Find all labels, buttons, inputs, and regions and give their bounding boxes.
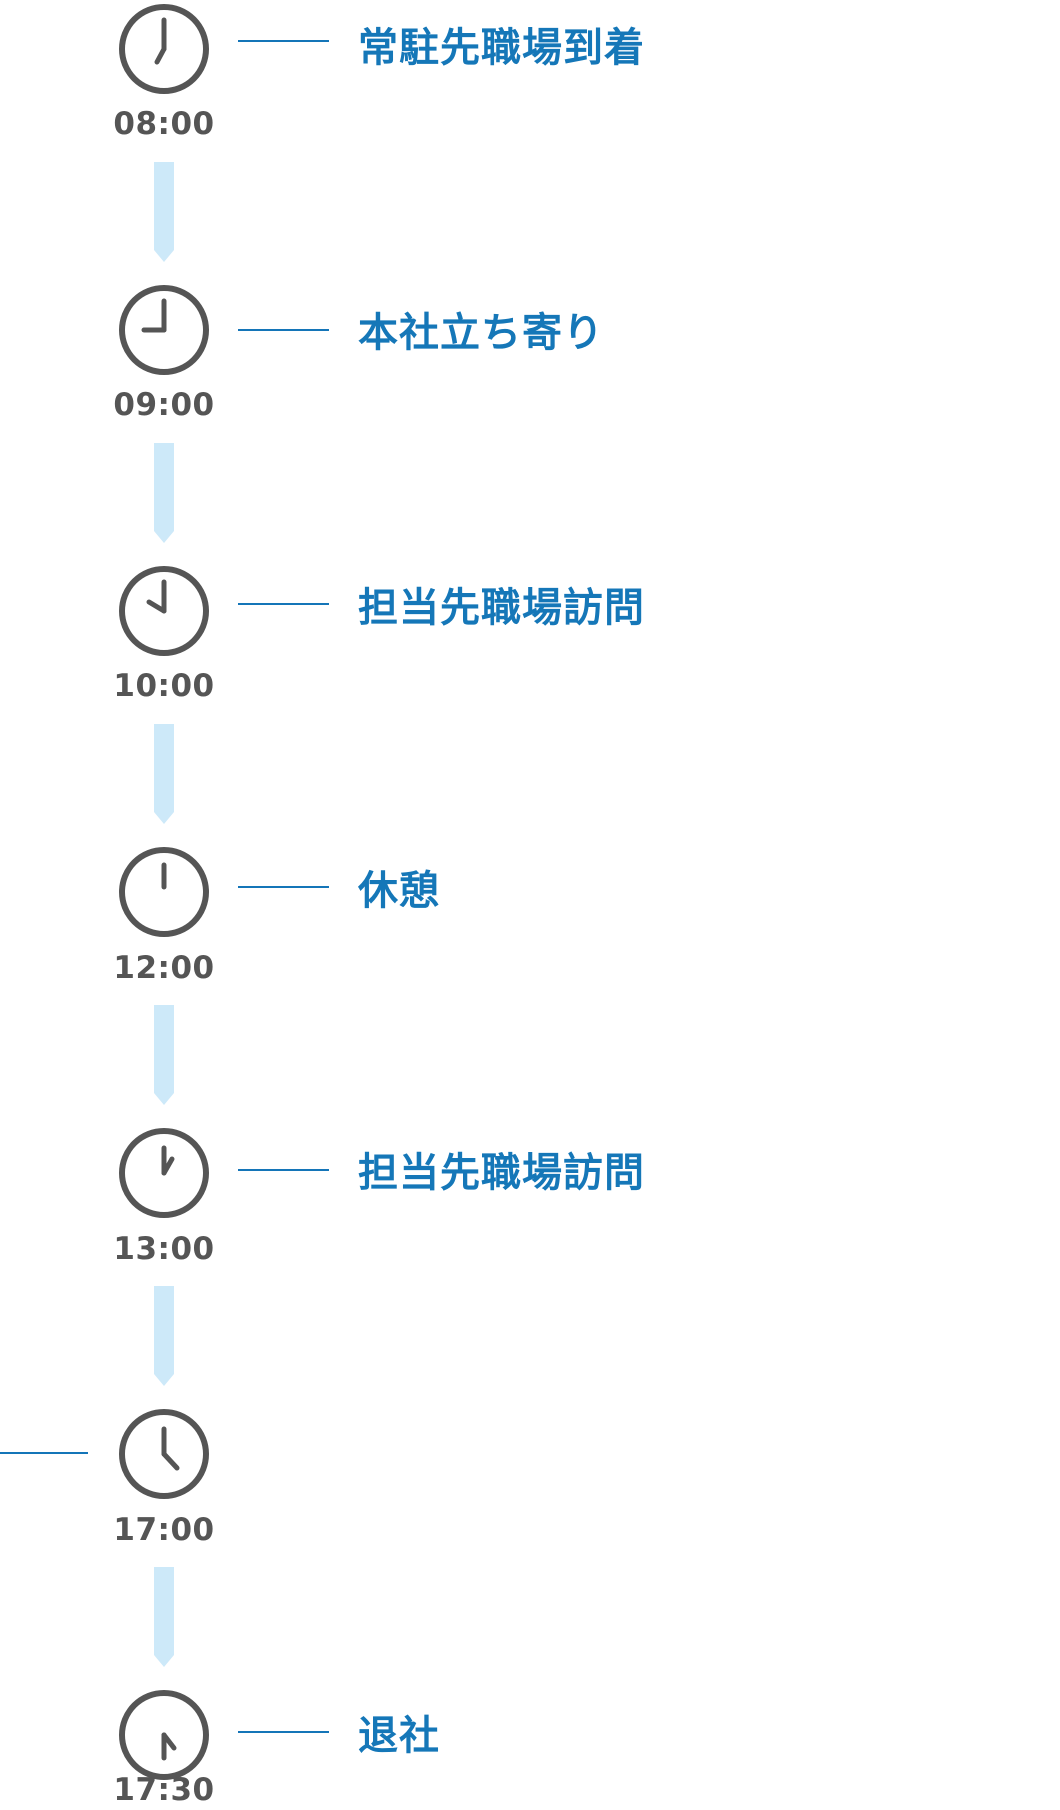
clock-1700-icon xyxy=(117,1407,211,1501)
clock-0900-icon xyxy=(117,283,211,377)
timeline-connector xyxy=(238,329,329,331)
timeline-connector xyxy=(0,1452,88,1454)
down-arrow-icon xyxy=(154,1005,174,1105)
down-arrow-icon xyxy=(154,443,174,543)
time-label: 12:00 xyxy=(113,950,215,986)
down-arrow-icon xyxy=(154,1567,174,1667)
time-label: 08:00 xyxy=(113,106,215,142)
clock-0800-icon xyxy=(117,2,211,96)
schedule-item-label: 本社立ち寄り xyxy=(358,310,604,356)
clock-1000-icon xyxy=(117,564,211,658)
timeline-connector xyxy=(238,1169,329,1171)
timeline-connector xyxy=(238,1731,329,1733)
clock-1730-icon xyxy=(117,1688,211,1782)
timeline-connector xyxy=(238,40,329,42)
time-label: 09:00 xyxy=(113,387,215,423)
schedule-item-label: 退社 xyxy=(358,1713,440,1759)
schedule-item-label: 休憩 xyxy=(358,868,440,914)
clock-1300-icon xyxy=(117,1126,211,1220)
time-label: 10:00 xyxy=(113,668,215,704)
timeline-connector xyxy=(238,603,329,605)
time-label: 17:30 xyxy=(113,1772,215,1808)
down-arrow-icon xyxy=(154,724,174,824)
schedule-item-label: 担当先職場訪問 xyxy=(358,585,645,631)
time-label: 13:00 xyxy=(113,1231,215,1267)
down-arrow-icon xyxy=(154,162,174,262)
time-label: 17:00 xyxy=(113,1512,215,1548)
schedule-item-label: 常駐先職場到着 xyxy=(358,25,645,71)
clock-1200-icon xyxy=(117,845,211,939)
schedule-item-label: 担当先職場訪問 xyxy=(358,1150,645,1196)
down-arrow-icon xyxy=(154,1286,174,1386)
timeline-connector xyxy=(238,886,329,888)
